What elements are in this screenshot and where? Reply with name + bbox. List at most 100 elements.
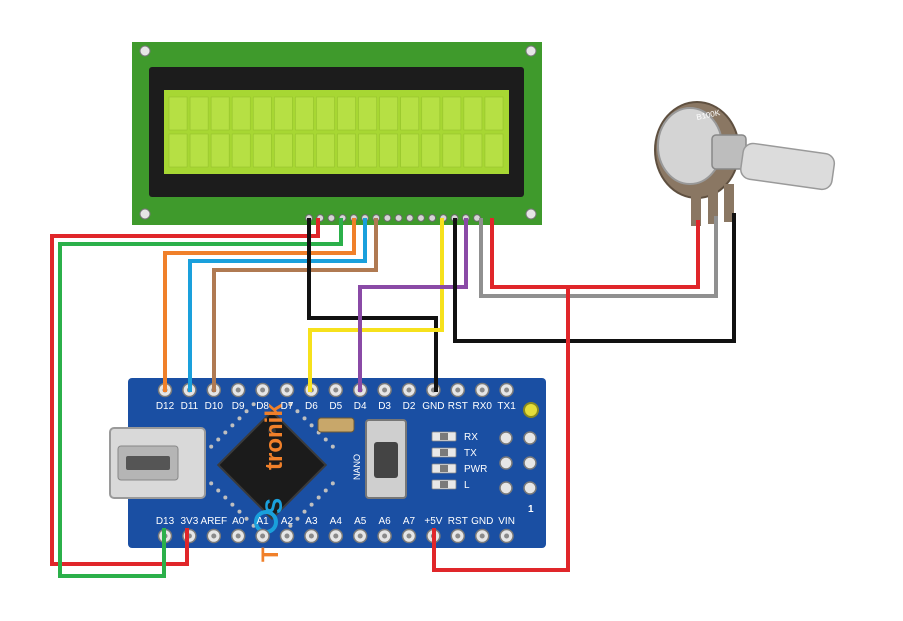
header-mark: [523, 402, 539, 418]
wires: [50, 213, 736, 578]
chip-leg: [330, 444, 335, 449]
chip-leg: [216, 437, 221, 442]
lcd-mount-hole: [525, 45, 537, 57]
lcd-header-pin: [394, 214, 403, 222]
nano-bottom-pin-label: AREF: [200, 516, 227, 527]
lcd-character-cell: [168, 96, 188, 131]
nano-bottom-pin-label: A0: [232, 516, 245, 527]
nano-bottom-pin-label: A4: [330, 516, 343, 527]
lcd-character-cell: [379, 133, 398, 168]
lcd-character-cell: [484, 96, 504, 131]
nano-top-pin-label: D8: [256, 401, 269, 412]
lcd-character-cell: [274, 96, 293, 131]
lcd-character-cell: [189, 96, 209, 131]
nano-pin-hole: [333, 387, 339, 393]
chip-leg: [323, 437, 328, 442]
nano-top-pin-label: D2: [403, 401, 416, 412]
lcd-character-cell: [358, 133, 377, 168]
mcu-chip: [216, 409, 328, 521]
nano-bottom-pin-label: 3V3: [181, 516, 199, 527]
side-mark: 1: [528, 504, 534, 515]
lcd-mount-hole: [139, 208, 151, 220]
lcd-character-cell: [337, 133, 356, 168]
nano-pin-hole: [284, 533, 290, 539]
pot-shaft: [740, 142, 836, 191]
chip-leg: [237, 416, 242, 421]
chip-leg: [330, 481, 335, 486]
nano-top-pin-label: TX1: [497, 401, 516, 412]
nano-pin-hole: [357, 533, 363, 539]
nano-pin-hole: [211, 533, 217, 539]
potentiometer: B100K: [654, 101, 836, 226]
chip-leg: [288, 402, 293, 407]
chip-leg: [237, 509, 242, 514]
chip-leg: [288, 523, 293, 528]
nano-pin-hole: [235, 533, 241, 539]
nano-pin-hole: [382, 533, 388, 539]
brand-prefix: T: [257, 547, 284, 562]
nano-top-pin-label: D9: [232, 401, 245, 412]
nano-top-pin-label: RST: [448, 401, 468, 412]
wire-orange-d12: [163, 218, 356, 392]
chip-leg: [309, 423, 314, 428]
wire-gray-pot-wiper: [479, 216, 718, 298]
nano-bottom-pin-label: A3: [305, 516, 318, 527]
crystal: [317, 417, 355, 433]
chip-leg: [316, 495, 321, 500]
chip-leg: [251, 402, 256, 407]
nano-bottom-pin-label: A2: [281, 516, 294, 527]
lcd-character-cell: [421, 96, 441, 131]
led-label: RX: [464, 432, 478, 443]
wire-black-lcd-to-pot: [453, 213, 736, 343]
wire-green-lcd-to-d13: [58, 218, 343, 578]
lcd-character-cell: [442, 96, 462, 131]
lcd-character-cell: [210, 96, 230, 131]
lcd-header-pin: [383, 214, 392, 222]
chip-leg: [323, 488, 328, 493]
wire-yellow-d6: [308, 218, 444, 392]
chip-leg: [230, 502, 235, 507]
chip-leg: [295, 516, 300, 521]
lcd-header-pin: [417, 214, 425, 222]
lcd-character-cell: [421, 133, 441, 168]
nano-bottom-pin-label: RST: [448, 516, 468, 527]
lcd-character-cell: [442, 133, 462, 168]
wire-blue-d11: [188, 218, 367, 392]
nano-bottom-pin-label: +5V: [424, 516, 442, 527]
nano-top-pin-label: RX0: [472, 401, 492, 412]
lcd-character-cell: [274, 133, 293, 168]
mcu-chip-legs: [209, 402, 335, 528]
reset-button-cap: [374, 442, 398, 478]
lcd-character-cell: [400, 96, 420, 131]
nano-pin-hole: [406, 533, 412, 539]
wire-red-pot-to-5v: [490, 218, 700, 289]
wire-red-lcd-to-nano-3v3: [50, 218, 320, 566]
icsp-pin: [523, 431, 537, 445]
pot-leg: [691, 192, 701, 226]
nano-top-pin-label: D7: [281, 401, 294, 412]
led-label: TX: [464, 448, 477, 459]
board-model-label: NANO: [352, 454, 362, 480]
lcd-character-cell: [484, 133, 504, 168]
lcd-character-cell: [189, 133, 209, 168]
led-lens: [440, 481, 448, 488]
nano-bottom-pin-label: A6: [378, 516, 391, 527]
chip-leg: [302, 509, 307, 514]
chip-leg: [209, 481, 214, 486]
chip-leg: [295, 409, 300, 414]
chip-leg: [216, 488, 221, 493]
lcd-character-cell: [337, 96, 356, 131]
nano-pin-hole: [260, 533, 266, 539]
nano-top-pin-label: D5: [329, 401, 342, 412]
chip-leg: [230, 423, 235, 428]
nano-pin-hole: [260, 387, 266, 393]
lcd-character-cell: [316, 133, 335, 168]
led-lens: [440, 465, 448, 472]
lcd-character-cell: [231, 133, 251, 168]
nano-pin-hole: [504, 387, 510, 393]
lcd-character-cell: [379, 96, 398, 131]
wire-red-5v-to-pot: [432, 285, 570, 572]
